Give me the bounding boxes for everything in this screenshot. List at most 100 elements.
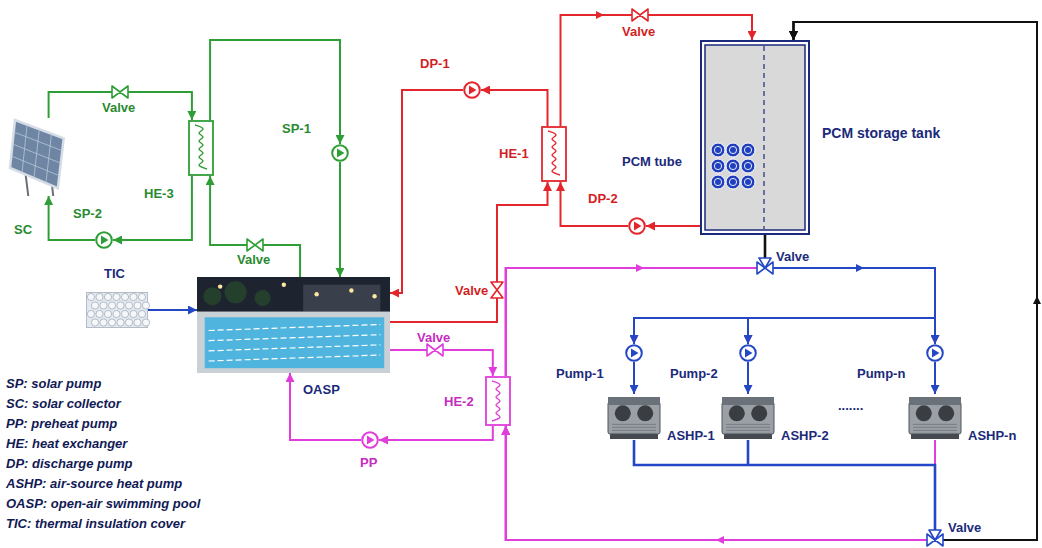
pipe-connector [934, 362, 936, 394]
node-outline [188, 120, 214, 176]
pipe-connector [506, 268, 935, 376]
heat-exchanger: HE-1 [541, 126, 567, 182]
cover-bubble [104, 310, 111, 317]
unit-base [724, 434, 772, 439]
exchanger-coil [195, 125, 207, 169]
valve-label: Valve [102, 100, 135, 115]
legend-entry: SP: solar pump [6, 374, 200, 394]
valve-label: Valve [622, 24, 655, 39]
unit-top [608, 397, 660, 405]
lane-rope [209, 345, 381, 351]
connector-group [49, 15, 1037, 540]
pcm-tube [741, 175, 755, 189]
component-label: ASHP-2 [781, 428, 829, 443]
pipe-connector [481, 90, 548, 126]
exchanger-shell [486, 377, 510, 425]
flow-arrow [1033, 296, 1041, 304]
legend-entry: OASP: open-air swimming pool [6, 494, 200, 514]
pcm-tube-ring [744, 146, 751, 153]
pipe-connector [506, 268, 935, 376]
collector-grid [11, 156, 59, 176]
unit-grille [913, 424, 957, 425]
pipe-connector [379, 426, 493, 440]
cover-bubble [96, 293, 103, 300]
unit-fan [938, 405, 954, 421]
lamp-light [372, 294, 376, 298]
node-outline [197, 277, 390, 373]
valve-label: Valve [237, 252, 270, 267]
pcm-tube [711, 175, 725, 189]
component-label: PP [360, 455, 377, 470]
heat-exchanger: HE-2 [485, 376, 511, 426]
cover-bubble [142, 302, 149, 309]
node-outline [700, 40, 810, 235]
collector-panel [10, 120, 64, 188]
node-outline [95, 231, 113, 249]
pcm-tube-ring [744, 178, 751, 185]
pump-casing [740, 345, 756, 361]
unit-fan [615, 405, 631, 421]
cover-sheet [87, 293, 148, 328]
component-label: PCM tube [622, 154, 682, 169]
legend-entry: TIC: thermal insulation cover [6, 514, 200, 534]
cover-bubble [130, 293, 137, 300]
pipe-connector [290, 373, 361, 440]
component-label: Pump-n [857, 366, 905, 381]
unit-grille [726, 430, 770, 431]
legend-entry: DP: discharge pump [6, 454, 200, 474]
cover-bubble [113, 293, 120, 300]
pipe-connector [794, 22, 1038, 540]
pipe-connector [210, 176, 300, 277]
tree [255, 290, 271, 306]
cover-bubble [96, 310, 103, 317]
pcm-tube [741, 143, 755, 157]
unit-body [608, 402, 660, 434]
pump-symbol: Pump-n [926, 344, 944, 362]
node-outline [625, 344, 643, 362]
cover-bubble [121, 293, 128, 300]
flow-arrow [636, 264, 644, 272]
component-label: HE-3 [144, 186, 174, 201]
collector-grid [12, 144, 60, 163]
lamp-light [314, 292, 318, 296]
night-sky [197, 277, 390, 373]
cover-bubble [100, 302, 107, 309]
valve-symbol [632, 9, 648, 21]
pipe-connector [506, 426, 935, 540]
pcm-tube [741, 159, 755, 173]
cover-bubble [125, 302, 132, 309]
pump-impeller [745, 349, 753, 358]
pipe-connector [506, 426, 935, 540]
pump-symbol: Pump-2 [739, 344, 757, 362]
pump-symbol: DP-1 [463, 81, 481, 99]
pcm-tube-ring [714, 146, 721, 153]
unit-grille [612, 433, 656, 434]
component-label: ASHP-n [968, 428, 1016, 443]
cover-bubble [142, 319, 149, 326]
pump-impeller [469, 86, 477, 95]
cover-bubble [117, 302, 124, 309]
pool-water [205, 317, 384, 368]
unit-grille [913, 433, 957, 434]
exchanger-coil [492, 381, 500, 421]
pipe-connector [633, 362, 635, 394]
node-outline [606, 394, 662, 440]
three-way-valve-stem [929, 530, 941, 540]
pump-casing [626, 345, 642, 361]
building [303, 285, 380, 312]
valve-symbol [491, 282, 503, 298]
valve-label: Valve [417, 330, 450, 345]
flow-arrow [596, 11, 604, 19]
node-outline [86, 292, 148, 328]
legend-entry: ASHP: air-source heat pump [6, 474, 200, 494]
pipe-connector [49, 92, 192, 120]
valve-label: Valve [776, 249, 809, 264]
cover-bubble [108, 302, 115, 309]
lane-rope [209, 355, 381, 361]
pump-casing [362, 432, 378, 448]
unit-base [610, 434, 658, 439]
pcm-tube-bundle: PCM tube [710, 140, 756, 192]
cover-bubble [138, 293, 145, 300]
component-label: HE-1 [499, 146, 529, 161]
